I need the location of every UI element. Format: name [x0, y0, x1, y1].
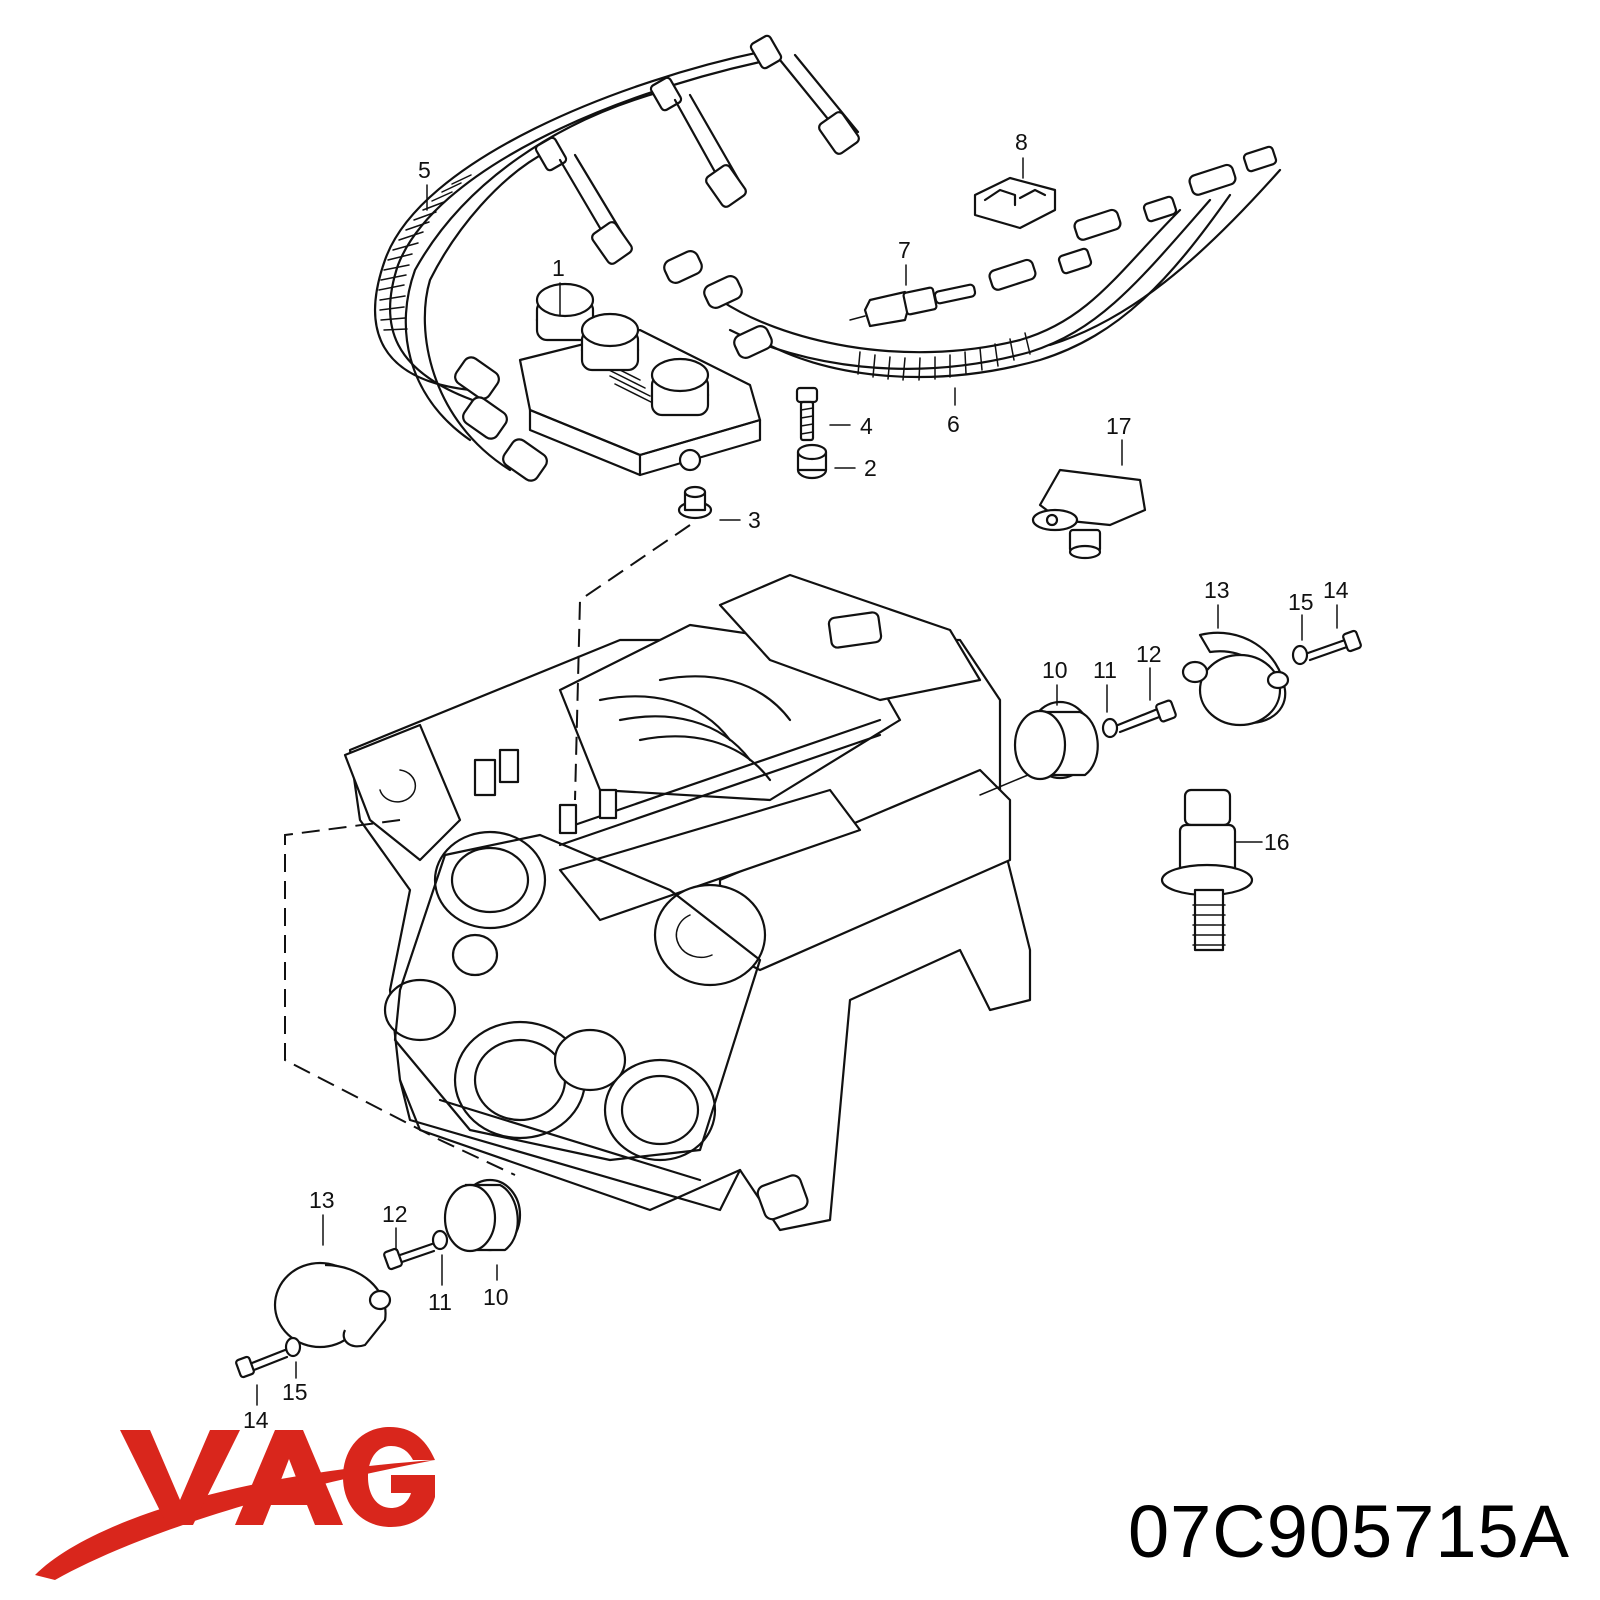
washer-part-11-right — [1101, 717, 1119, 739]
callout-7: 7 — [898, 237, 911, 263]
callout-6: 6 — [947, 411, 960, 437]
cap-part-10-left — [443, 1178, 522, 1253]
callout-11-right: 11 — [1093, 657, 1117, 683]
vag-logo — [35, 1427, 435, 1580]
sensor-part-17 — [1031, 468, 1147, 560]
logo-a-letter — [235, 1430, 343, 1525]
washer-part-15-left — [284, 1336, 302, 1358]
washer-part-15-right — [1291, 644, 1309, 666]
callout-11-left: 11 — [428, 1289, 452, 1315]
callout-14-right: 14 — [1323, 577, 1349, 603]
cap-part-10-right — [1013, 700, 1099, 781]
bolt-part-14-right — [1306, 629, 1362, 662]
callout-4: 4 — [860, 413, 873, 439]
callout-14-left: 14 — [243, 1407, 269, 1433]
callout-labels: 1 2 3 4 5 6 7 8 10 11 12 13 14 15 16 17 … — [243, 129, 1349, 1433]
leader-lines — [256, 157, 1338, 1406]
ignition-wire-harness — [373, 34, 1282, 482]
spacer-part-3 — [677, 485, 713, 520]
callout-10-left: 10 — [483, 1284, 509, 1310]
logo-swoosh — [35, 1460, 435, 1580]
spark-plug-part-7 — [849, 283, 977, 328]
bolt-part-12-right — [1116, 699, 1177, 734]
callout-16: 16 — [1264, 829, 1290, 855]
bolt-part-4 — [795, 386, 819, 442]
callout-5: 5 — [418, 157, 431, 183]
callout-15-right: 15 — [1288, 589, 1314, 615]
callout-8: 8 — [1015, 129, 1028, 155]
wire-clip-part-8 — [973, 176, 1057, 230]
grommet-part-2 — [796, 443, 828, 480]
callout-10-right: 10 — [1042, 657, 1068, 683]
ignition-coil-assembly — [518, 250, 773, 477]
washer-part-11-left — [431, 1229, 449, 1251]
sensor-ring-part-13-left — [273, 1261, 392, 1349]
callout-2: 2 — [864, 455, 877, 481]
callout-12-right: 12 — [1136, 641, 1162, 667]
spark-plug-boots — [454, 34, 1278, 482]
engine-block — [343, 573, 1032, 1232]
sensor-ring-part-13-right — [1181, 631, 1290, 727]
right-camshaft-parts — [1013, 629, 1362, 952]
bolt-part-12-left — [383, 1242, 436, 1271]
callout-15-left: 15 — [282, 1379, 308, 1405]
left-camshaft-parts — [235, 1178, 522, 1379]
callout-12-left: 12 — [382, 1201, 408, 1227]
callout-17: 17 — [1106, 413, 1132, 439]
part-number-label: 07C905715A — [1127, 1490, 1570, 1573]
logo-g-letter — [343, 1427, 435, 1527]
callout-13-left: 13 — [309, 1187, 335, 1213]
callout-1: 1 — [552, 255, 565, 281]
callout-3: 3 — [748, 507, 761, 533]
bolt-part-14-left — [235, 1348, 289, 1379]
callout-13-right: 13 — [1204, 577, 1230, 603]
logo-v-letter — [120, 1430, 240, 1525]
solenoid-valve-part-16 — [1160, 788, 1254, 952]
